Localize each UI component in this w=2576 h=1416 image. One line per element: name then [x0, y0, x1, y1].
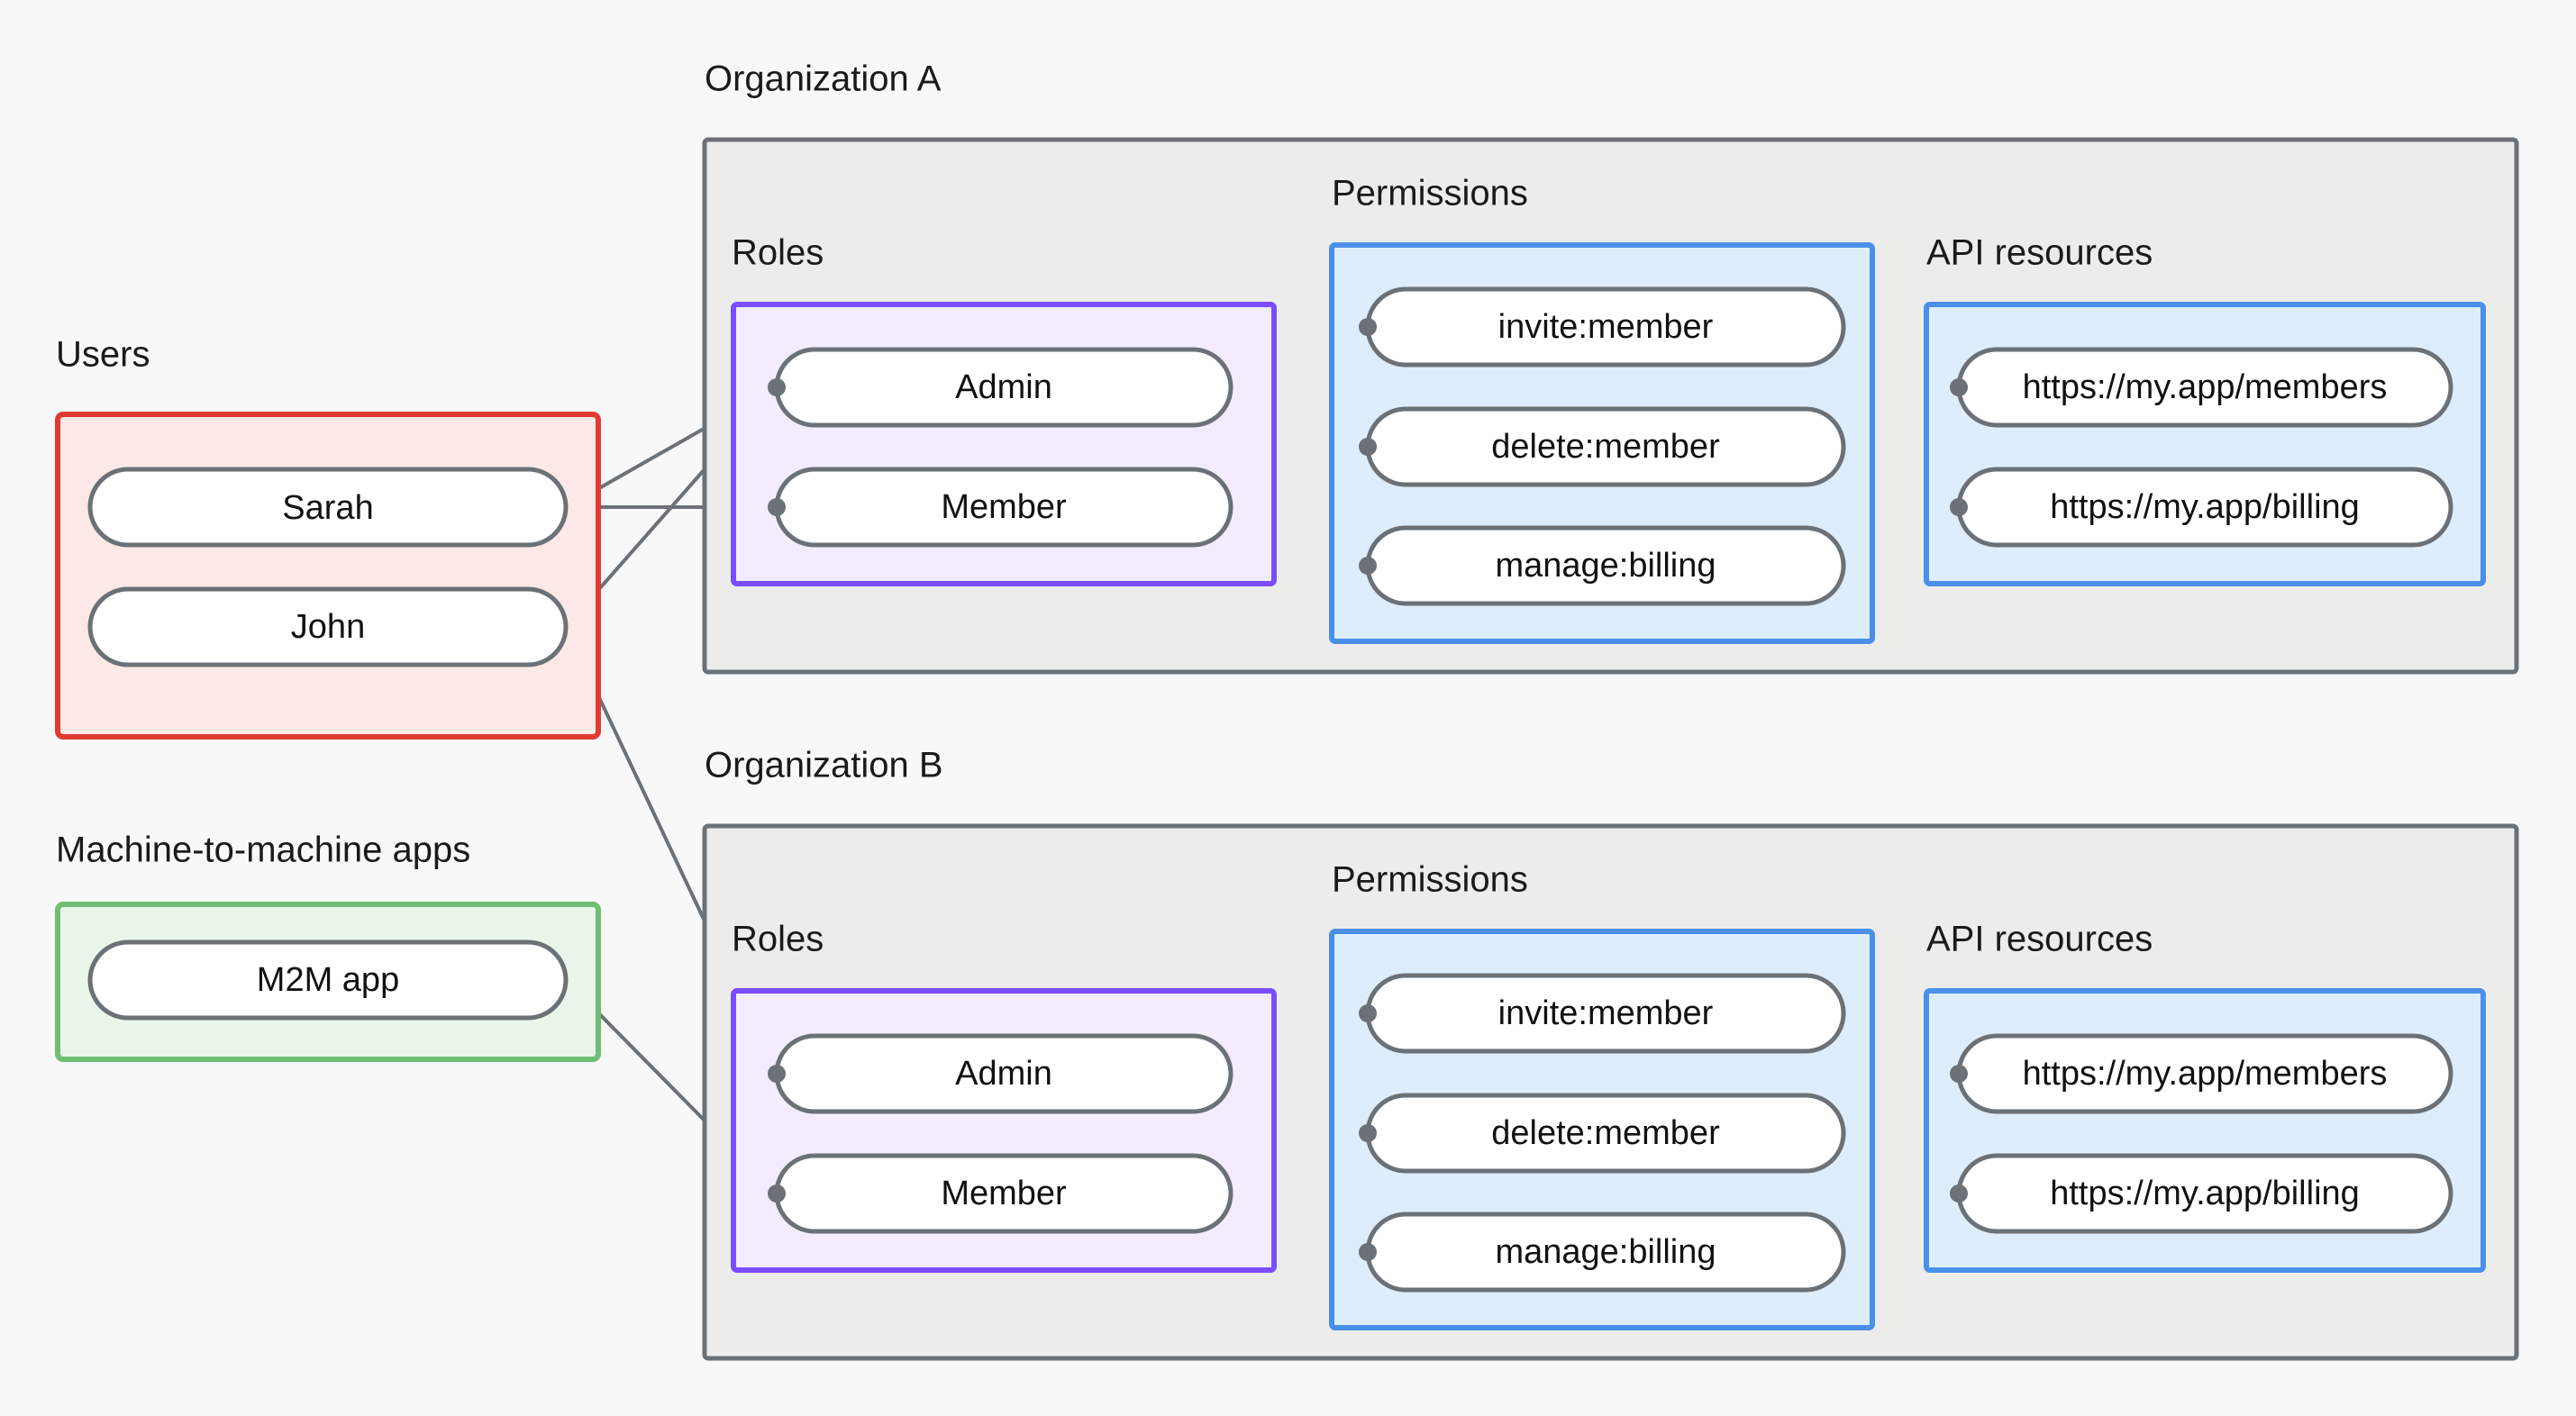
org-a-resource-label-members: https://my.app/members — [2023, 368, 2388, 406]
user-pill-sarah[interactable] — [87, 467, 569, 548]
org-a-resource-billing[interactable]: https://my.app/billing — [1956, 467, 2453, 548]
org-b-role-admin[interactable]: Admin — [774, 1033, 1233, 1114]
org-b-permission-label-manage-billing: manage:billing — [1495, 1233, 1716, 1271]
connector-dot — [1950, 1065, 1968, 1083]
org-b-resource-label-billing: https://my.app/billing — [2050, 1175, 2360, 1212]
m2m-label-app: M2M app — [257, 961, 399, 999]
user-node-john[interactable]: John — [87, 586, 569, 667]
users-section: Users Sarah John — [55, 335, 601, 740]
connector-dot — [1359, 318, 1377, 336]
users-group-box — [55, 412, 601, 740]
org-a-permission-label-manage-billing: manage:billing — [1495, 547, 1716, 585]
org-a-role-label-admin: Admin — [955, 368, 1052, 406]
org-b-permission-manage-billing[interactable]: manage:billing — [1365, 1212, 1846, 1293]
org-a-permission-delete-member[interactable]: delete:member — [1365, 406, 1846, 487]
org-b-resource-billing[interactable]: https://my.app/billing — [1956, 1153, 2453, 1234]
m2m-group-label: Machine-to-machine apps — [56, 831, 470, 870]
connector-dot — [1359, 1243, 1377, 1261]
org-b-resources-label: API resources — [1926, 920, 2153, 959]
org-b-permission-label-invite-member: invite:member — [1498, 994, 1714, 1032]
org-b-permission-delete-member[interactable]: delete:member — [1365, 1093, 1846, 1174]
organization-a: Organization A Roles Admin Member Permis… — [702, 59, 2519, 675]
connector-dot — [768, 378, 786, 396]
connector-dot — [768, 1065, 786, 1083]
org-a-permissions-label: Permissions — [1332, 174, 1528, 213]
connector-dot — [1950, 498, 1968, 516]
org-b-role-label-admin: Admin — [955, 1055, 1052, 1093]
org-a-permission-invite-member[interactable]: invite:member — [1365, 286, 1846, 368]
user-label-john: John — [291, 608, 365, 646]
connector-dot — [1950, 1185, 1968, 1203]
connector-dot — [1359, 557, 1377, 575]
connector-dot — [1359, 1124, 1377, 1142]
connector-dot — [768, 498, 786, 516]
org-b-permissions-label: Permissions — [1332, 860, 1528, 900]
org-a-permission-label-invite-member: invite:member — [1498, 308, 1714, 346]
m2m-section: Machine-to-machine apps M2M app — [55, 831, 601, 1062]
connector-dot — [1950, 378, 1968, 396]
org-b-resource-members[interactable]: https://my.app/members — [1956, 1033, 2453, 1114]
org-a-resource-members[interactable]: https://my.app/members — [1956, 347, 2453, 428]
org-a-resource-label-billing: https://my.app/billing — [2050, 488, 2360, 526]
org-a-title: Organization A — [705, 59, 942, 99]
org-b-role-label-member: Member — [941, 1175, 1067, 1212]
org-a-role-member[interactable]: Member — [774, 467, 1233, 548]
org-b-permission-label-delete-member: delete:member — [1491, 1114, 1720, 1152]
user-label-sarah: Sarah — [282, 489, 373, 527]
org-b-roles-label: Roles — [732, 920, 824, 959]
org-a-roles-label: Roles — [732, 233, 824, 273]
m2m-pill-app[interactable] — [87, 939, 569, 1021]
user-pill-john[interactable] — [87, 586, 569, 667]
org-b-title: Organization B — [705, 746, 943, 785]
user-node-sarah[interactable]: Sarah — [87, 467, 569, 548]
users-group-label: Users — [56, 335, 150, 375]
connector-dots-layer — [768, 318, 1968, 1261]
org-b-role-member[interactable]: Member — [774, 1153, 1233, 1234]
org-a-role-admin[interactable]: Admin — [774, 347, 1233, 428]
organization-b: Organization B Roles Admin Member Permis… — [702, 746, 2519, 1361]
m2m-node-app[interactable]: M2M app — [87, 939, 569, 1021]
org-a-permission-manage-billing[interactable]: manage:billing — [1365, 525, 1846, 606]
org-a-role-label-member: Member — [941, 488, 1067, 526]
org-a-permission-label-delete-member: delete:member — [1491, 428, 1720, 466]
org-b-permission-invite-member[interactable]: invite:member — [1365, 973, 1846, 1054]
connector-dot — [1359, 1004, 1377, 1022]
connector-dot — [1359, 438, 1377, 456]
org-b-resource-label-members: https://my.app/members — [2023, 1055, 2388, 1093]
org-a-resources-label: API resources — [1926, 233, 2153, 273]
connector-dot — [768, 1185, 786, 1203]
